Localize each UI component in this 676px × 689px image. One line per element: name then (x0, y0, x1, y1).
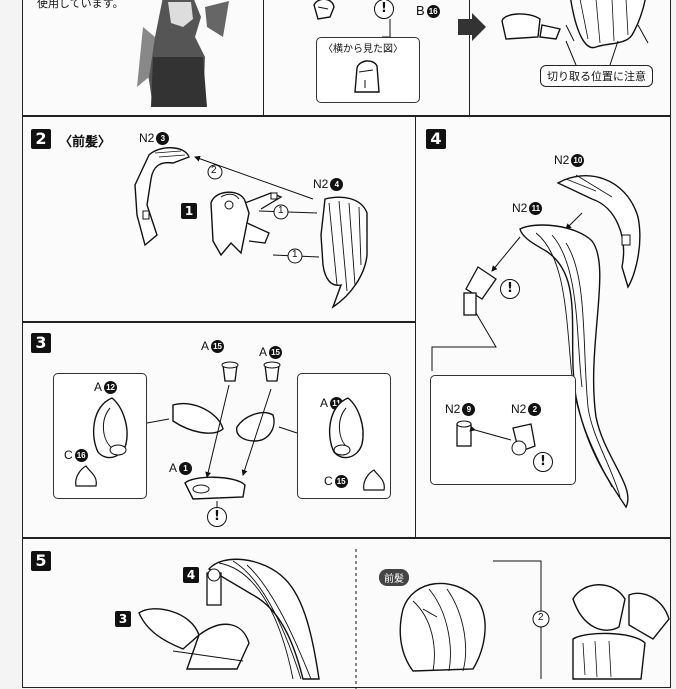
part-letter: A (169, 461, 178, 475)
bang-left-part-illustration (134, 147, 190, 247)
step-number-3: 3 (31, 333, 51, 353)
cut-position-note: 切り取る位置に注意 (540, 65, 653, 87)
part-letter: N2 (139, 131, 155, 145)
part-letter: N2 (445, 402, 461, 416)
step5-left-illustration (138, 558, 320, 680)
part-letter: N2 (511, 402, 527, 416)
order-circle-2: 2 (538, 612, 544, 623)
part-letter: A (201, 339, 210, 353)
part-letter: B (416, 3, 425, 18)
bang-right-part-illustration (320, 196, 368, 309)
joint-parts-illustration (456, 420, 536, 456)
step-number-5: 5 (31, 551, 51, 571)
part-letter: N2 (512, 201, 528, 215)
part-number-badge: 15 (269, 346, 283, 360)
part-letter: N2 (313, 177, 329, 191)
part-number-badge: 9 (462, 403, 476, 417)
step-number-2: 2 (31, 129, 51, 149)
part-letter: A (320, 396, 329, 410)
part-letter: C (324, 474, 333, 488)
small-part-illustration (363, 469, 385, 491)
bangs-tag: 前髪 (379, 569, 409, 586)
caution-icon: ! (533, 452, 553, 472)
part-number-badge: 4 (330, 178, 344, 192)
arrow-right-icon (458, 13, 486, 41)
step5-right-illustration (399, 560, 670, 680)
part-number-badge: 15 (334, 475, 348, 489)
part-number-badge: 16 (426, 5, 440, 19)
step5-divider (355, 549, 357, 689)
side-view-inset: 〈横から見た図〉 (316, 37, 420, 103)
part-tip-illustration (313, 0, 335, 20)
side-view-title: 〈横から見た図〉 (323, 44, 403, 55)
caution-icon: ! (374, 0, 394, 19)
part-letter: C (64, 448, 73, 462)
panel-top-right: 切り取る位置に注意 (458, 0, 671, 116)
sub-step-4: 4 (183, 567, 199, 583)
order-circle-2: 2 (211, 165, 217, 176)
assembly-arrows (194, 155, 320, 264)
part-letter: A (259, 345, 268, 359)
part-number-badge: 1 (179, 462, 193, 476)
sub-step-1: 1 (181, 203, 197, 219)
part-letter: N2 (554, 153, 570, 167)
figure-photo-illustration (133, 0, 263, 113)
step-number-4: 4 (426, 129, 446, 149)
part-number-badge: 3 (156, 132, 170, 146)
part-number-badge: 11 (529, 202, 543, 216)
order-circle-1a: 1 (278, 205, 284, 216)
cut-part-illustration (501, 13, 561, 40)
ponytail-assembly-illustration (431, 174, 641, 509)
part-number-badge: 10 (571, 154, 585, 168)
side-view-part-illustration (354, 60, 380, 93)
sub-step-3: 3 (115, 611, 131, 627)
panel-top-left: 使用しています。 (22, 0, 264, 116)
part-number-badge: 2 (528, 403, 542, 417)
caution-icon: ! (207, 507, 227, 527)
ear-assembly-illustration (146, 384, 298, 509)
small-part-illustration (75, 465, 97, 487)
part-number-badge: 15 (211, 340, 225, 354)
head-frame-part-illustration (210, 191, 283, 257)
part-number-badge: 16 (74, 449, 88, 463)
panel-step-5: 5 4 3 前髪 2 (22, 538, 671, 689)
caution-icon: ! (500, 279, 520, 299)
caption-text: 使用しています。 (37, 0, 124, 10)
part-number-badge: 12 (104, 381, 118, 395)
ear-part-illustration (328, 397, 364, 459)
step-title-bangs: 〈前髪〉 (59, 135, 112, 150)
hair-piece-illustration (565, 0, 649, 49)
callout-lines (565, 40, 619, 66)
order-circle-1b: 1 (292, 249, 298, 260)
part-letter: A (94, 380, 103, 394)
ear-part-illustration (92, 397, 128, 459)
pin-parts-illustration (221, 361, 281, 382)
